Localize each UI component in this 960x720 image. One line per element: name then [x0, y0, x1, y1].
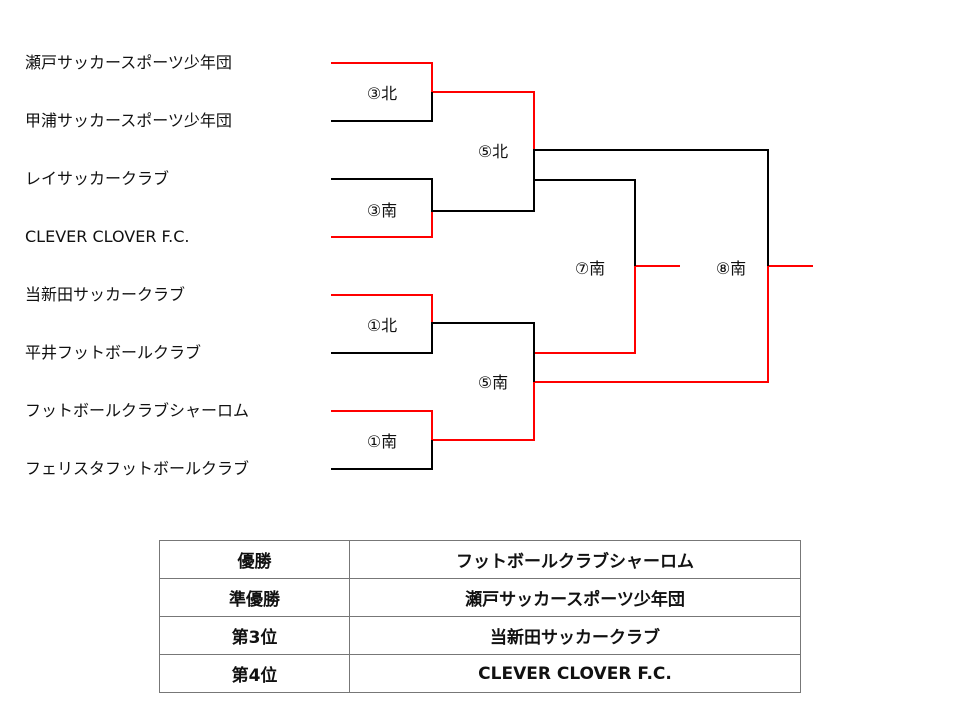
bracket-path	[331, 92, 769, 470]
team-cell: 当新田サッカークラブ	[349, 616, 801, 655]
results-table: 優勝フットボールクラブシャーロム 準優勝瀬戸サッカースポーツ少年団 第3位当新田…	[159, 540, 801, 693]
team-cell: CLEVER CLOVER F.C.	[349, 654, 801, 693]
team-name: 当新田サッカークラブ	[25, 285, 186, 304]
match-label: ⑦南	[574, 259, 606, 278]
rank-cell: 準優勝	[159, 578, 350, 617]
rank-cell: 第4位	[159, 654, 350, 693]
rank-cell: 優勝	[159, 540, 350, 579]
match-label: ①南	[366, 432, 398, 451]
rank-cell: 第3位	[159, 616, 350, 655]
team-name: 甲浦サッカースポーツ少年団	[25, 111, 232, 130]
table-row: 優勝フットボールクラブシャーロム	[159, 540, 801, 579]
team-cell: 瀬戸サッカースポーツ少年団	[349, 578, 801, 617]
team-name: レイサッカークラブ	[25, 169, 170, 188]
match-label: ③北	[366, 84, 398, 103]
match-label: ⑧南	[715, 259, 747, 278]
match-label: ③南	[366, 201, 398, 220]
team-name: フットボールクラブシャーロム	[25, 401, 250, 420]
winner-path	[331, 62, 813, 441]
team-cell: フットボールクラブシャーロム	[349, 540, 801, 579]
match-label: ①北	[366, 316, 398, 335]
table-row: 準優勝瀬戸サッカースポーツ少年団	[159, 578, 801, 617]
team-name: 瀬戸サッカースポーツ少年団	[25, 53, 232, 72]
team-name: 平井フットボールクラブ	[25, 343, 202, 362]
team-name: CLEVER CLOVER F.C.	[25, 227, 190, 246]
match-label: ⑤南	[477, 373, 509, 392]
table-row: 第3位当新田サッカークラブ	[159, 616, 801, 655]
match-label: ⑤北	[477, 142, 509, 161]
team-name: フェリスタフットボールクラブ	[25, 459, 250, 478]
